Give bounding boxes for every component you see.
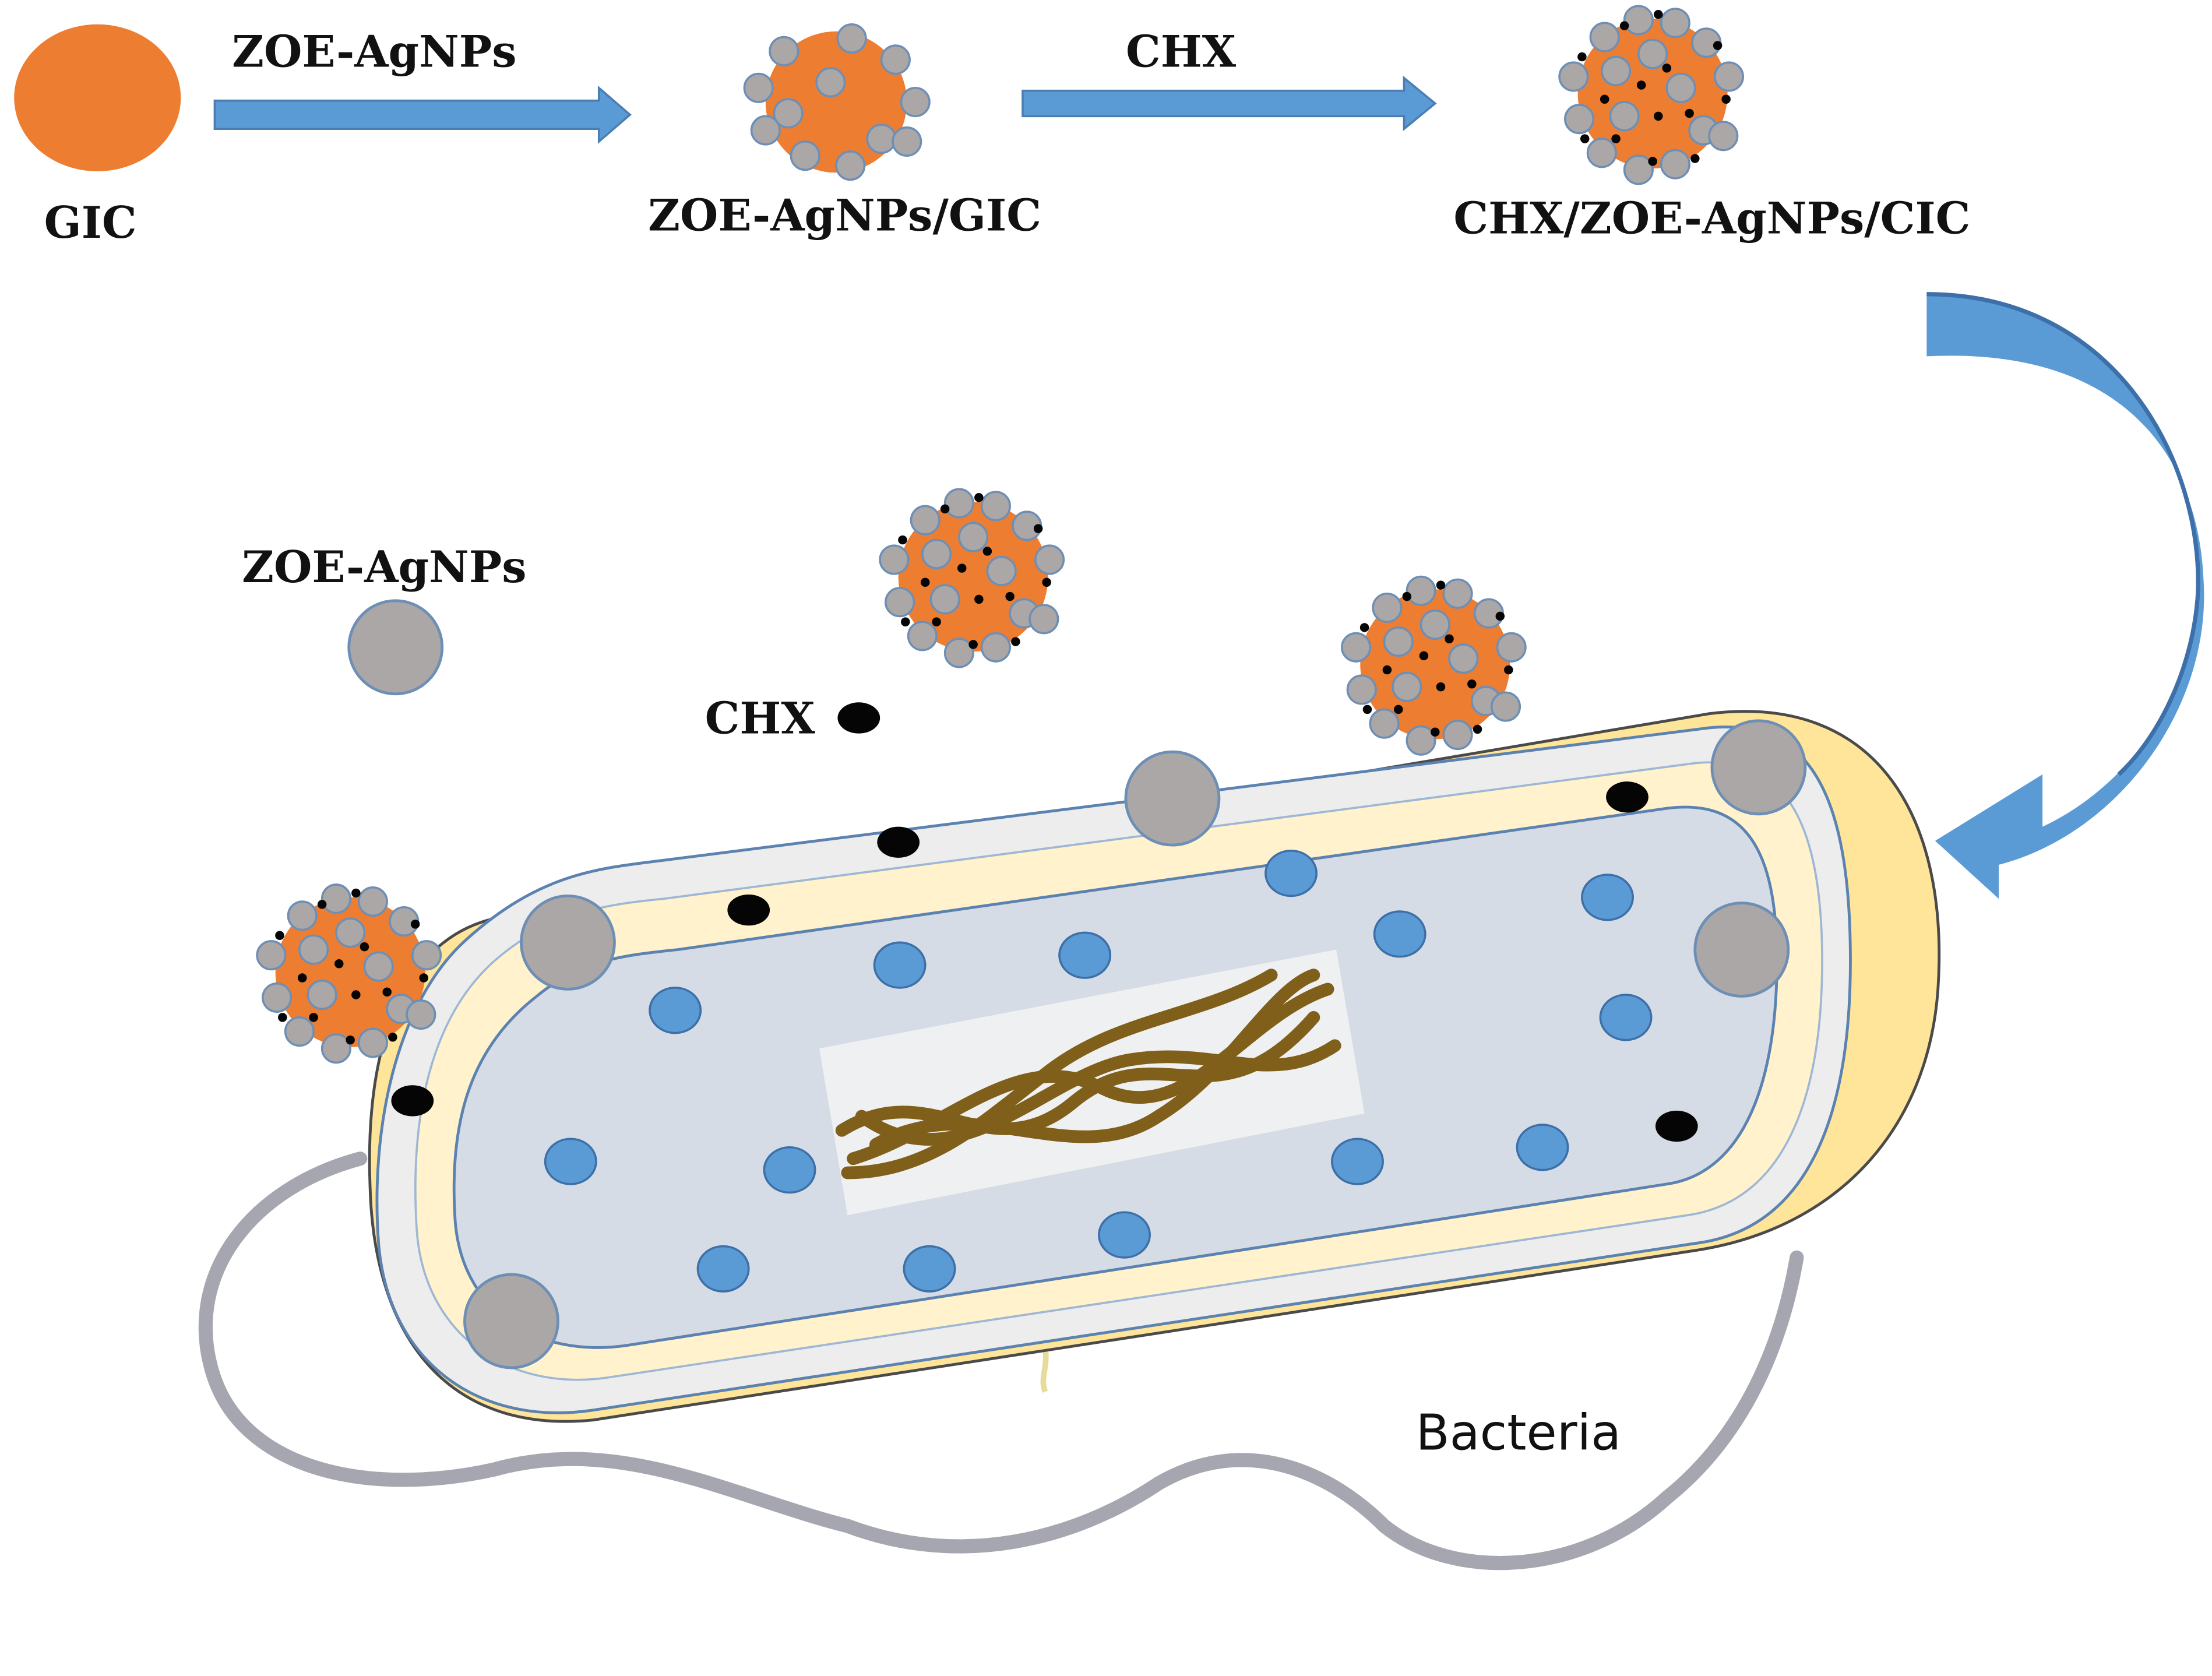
bacterium-ribosomes bbox=[544, 849, 1653, 1293]
legend-chx-label: CHX bbox=[705, 692, 816, 744]
bacterium-nucleoid bbox=[819, 949, 1365, 1216]
zoe-agnps-gic-particle bbox=[743, 23, 931, 181]
composite-particle-top bbox=[879, 488, 1065, 668]
curved-arrow bbox=[1926, 292, 2204, 899]
composite-particle-right bbox=[1340, 575, 1527, 756]
bacterium-flagellum bbox=[198, 1152, 1804, 1571]
legend-chx-dot bbox=[837, 702, 880, 734]
bacterium-agnps bbox=[463, 719, 1807, 1369]
chx-zoe-agnps-cic-particle bbox=[1558, 5, 1745, 185]
arrow1-label: ZOE-AgNPs bbox=[232, 25, 516, 77]
arrow-chx bbox=[1022, 76, 1437, 131]
bacteria-label: Bacteria bbox=[1415, 1404, 1621, 1462]
legend-agnp-particle bbox=[347, 599, 444, 696]
arrow-zoe-agnps bbox=[213, 85, 632, 144]
zoe-gic-label: ZOE-AgNPs/GIC bbox=[648, 189, 1041, 241]
bacterium-pilus bbox=[1040, 1348, 1049, 1393]
chx-zoe-cic-label: CHX/ZOE-AgNPs/CIC bbox=[1453, 192, 1970, 244]
gic-label: GIC bbox=[44, 196, 137, 248]
bacterium-chx-dots bbox=[391, 781, 1698, 1142]
legend-agnp-label: ZOE-AgNPs bbox=[242, 541, 526, 593]
gic-particle bbox=[14, 24, 181, 171]
arrow2-label: CHX bbox=[1126, 25, 1237, 77]
